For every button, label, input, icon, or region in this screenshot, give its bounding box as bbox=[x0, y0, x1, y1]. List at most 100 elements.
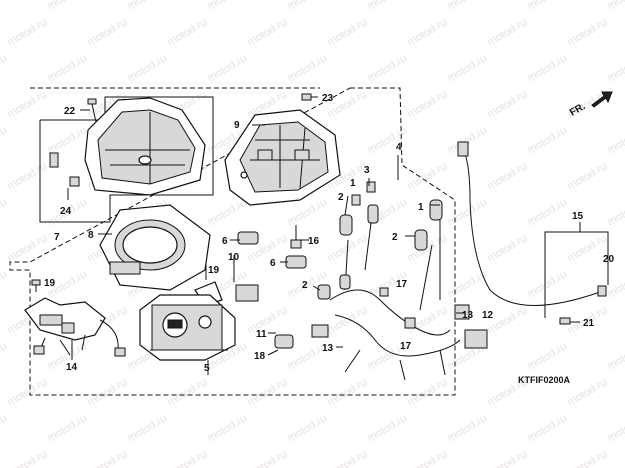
watermark-text: motod.ru bbox=[246, 448, 290, 468]
watermark-text: motod.ru bbox=[6, 160, 50, 192]
callout-15: 15 bbox=[572, 211, 584, 222]
watermark-text: motod.ru bbox=[6, 88, 50, 120]
callout-6b: 6 bbox=[270, 258, 276, 269]
watermark-text: motod.ru bbox=[0, 52, 9, 84]
watermark-text: motod.ru bbox=[86, 376, 130, 408]
watermark-text: motod.ru bbox=[526, 196, 570, 228]
watermark-text: motod.ru bbox=[6, 376, 50, 408]
watermark-text: motod.ru bbox=[486, 448, 530, 468]
watermark-text: motod.ru bbox=[326, 376, 370, 408]
leader-lines bbox=[67, 96, 581, 375]
watermark-text: motod.ru bbox=[46, 52, 90, 84]
watermark-text: motod.ru bbox=[246, 304, 290, 336]
watermark-text: motod.ru bbox=[606, 0, 625, 13]
watermark-text: motod.ru bbox=[566, 448, 610, 468]
meter-unit-5 bbox=[139, 294, 236, 361]
wire-harness-4 bbox=[311, 199, 488, 381]
watermark-text: motod.ru bbox=[566, 16, 610, 48]
watermark-text: motod.ru bbox=[286, 52, 330, 84]
watermark-text: motod.ru bbox=[526, 52, 570, 84]
callout-12: 12 bbox=[482, 310, 494, 321]
watermark-text: motod.ru bbox=[126, 52, 170, 84]
grommet-6a bbox=[237, 231, 259, 245]
callout-5: 5 bbox=[204, 363, 210, 374]
watermark-text: motod.ru bbox=[526, 124, 570, 156]
watermark-text: motod.ru bbox=[446, 0, 490, 13]
watermark-text: motod.ru bbox=[486, 88, 530, 120]
watermark-text: motod.ru bbox=[446, 52, 490, 84]
watermark-text: motod.ru bbox=[286, 0, 330, 13]
watermark-text: motod.ru bbox=[526, 412, 570, 444]
watermark-text: motod.ru bbox=[526, 268, 570, 300]
watermark-text: motod.ru bbox=[486, 232, 530, 264]
watermark-text: motod.ru bbox=[46, 0, 90, 13]
callout-19b: 19 bbox=[44, 278, 56, 289]
watermark-text: motod.ru bbox=[166, 376, 210, 408]
watermark-text: motod.ru bbox=[326, 16, 370, 48]
watermark-text: motod.ru bbox=[126, 412, 170, 444]
callout-8: 8 bbox=[88, 230, 94, 241]
meter-lens-8 bbox=[99, 204, 211, 291]
callout-2b: 2 bbox=[392, 232, 398, 243]
watermark-text: motod.ru bbox=[606, 412, 625, 444]
watermark-text: motod.ru bbox=[6, 448, 50, 468]
watermark-text: motod.ru bbox=[326, 304, 370, 336]
callout-2c: 2 bbox=[302, 280, 308, 291]
watermark-text: motod.ru bbox=[206, 0, 250, 13]
callout-13b: 13 bbox=[462, 310, 474, 321]
bulb-3b bbox=[351, 194, 361, 206]
watermark-text: motod.ru bbox=[86, 16, 130, 48]
watermark-text: motod.ru bbox=[486, 16, 530, 48]
watermark-text: motod.ru bbox=[206, 52, 250, 84]
meter-cover-upper bbox=[84, 97, 206, 196]
watermark-text: motod.ru bbox=[6, 16, 50, 48]
callout-1a: 1 bbox=[350, 178, 356, 189]
watermark-text: motod.ru bbox=[446, 412, 490, 444]
watermark-text: motod.ru bbox=[526, 0, 570, 13]
callout-2a: 2 bbox=[338, 192, 344, 203]
watermark-text: motod.ru bbox=[566, 376, 610, 408]
watermark-text: motod.ru bbox=[406, 16, 450, 48]
callout-4: 4 bbox=[396, 142, 402, 153]
watermark-text: motod.ru bbox=[166, 448, 210, 468]
watermark-text: motod.ru bbox=[606, 124, 625, 156]
speedometer-cable-15 bbox=[457, 141, 607, 306]
bolt-21 bbox=[559, 317, 571, 325]
watermark-text: motod.ru bbox=[86, 448, 130, 468]
callout-24: 24 bbox=[60, 206, 72, 217]
assembly-boundary bbox=[9, 87, 456, 396]
watermark-text: motod.ru bbox=[166, 16, 210, 48]
callout-21: 21 bbox=[583, 318, 595, 329]
watermark-text: motod.ru bbox=[126, 0, 170, 13]
watermark-text: motod.ru bbox=[326, 448, 370, 468]
watermark-text: motod.ru bbox=[0, 124, 9, 156]
watermark-text: motod.ru bbox=[606, 340, 625, 372]
watermark-text: motod.ru bbox=[366, 52, 410, 84]
watermark-text: motod.ru bbox=[246, 16, 290, 48]
watermark-text: motod.ru bbox=[406, 448, 450, 468]
meter-case-9 bbox=[224, 109, 341, 206]
watermark-text: motod.ru bbox=[566, 160, 610, 192]
callout-9: 9 bbox=[234, 120, 240, 131]
callout-17b: 17 bbox=[400, 341, 412, 352]
relay-10 bbox=[235, 284, 259, 302]
callout-14: 14 bbox=[66, 362, 78, 373]
watermark-text: motod.ru bbox=[606, 196, 625, 228]
bulb-socket-24 bbox=[49, 152, 80, 187]
watermark-text: motod.ru bbox=[366, 0, 410, 13]
grommet-6b bbox=[285, 255, 307, 269]
screw-23 bbox=[301, 93, 312, 101]
watermark-text: motod.ru bbox=[206, 196, 250, 228]
callout-3: 3 bbox=[364, 165, 370, 176]
callout-16: 16 bbox=[308, 236, 320, 247]
watermark-text: motod.ru bbox=[406, 88, 450, 120]
watermark-text: motod.ru bbox=[206, 412, 250, 444]
watermark-text: motod.ru bbox=[6, 232, 50, 264]
watermark-text: motod.ru bbox=[0, 0, 9, 13]
screw-22 bbox=[87, 98, 97, 123]
watermark-text: motod.ru bbox=[46, 124, 90, 156]
callout-18: 18 bbox=[254, 351, 266, 362]
